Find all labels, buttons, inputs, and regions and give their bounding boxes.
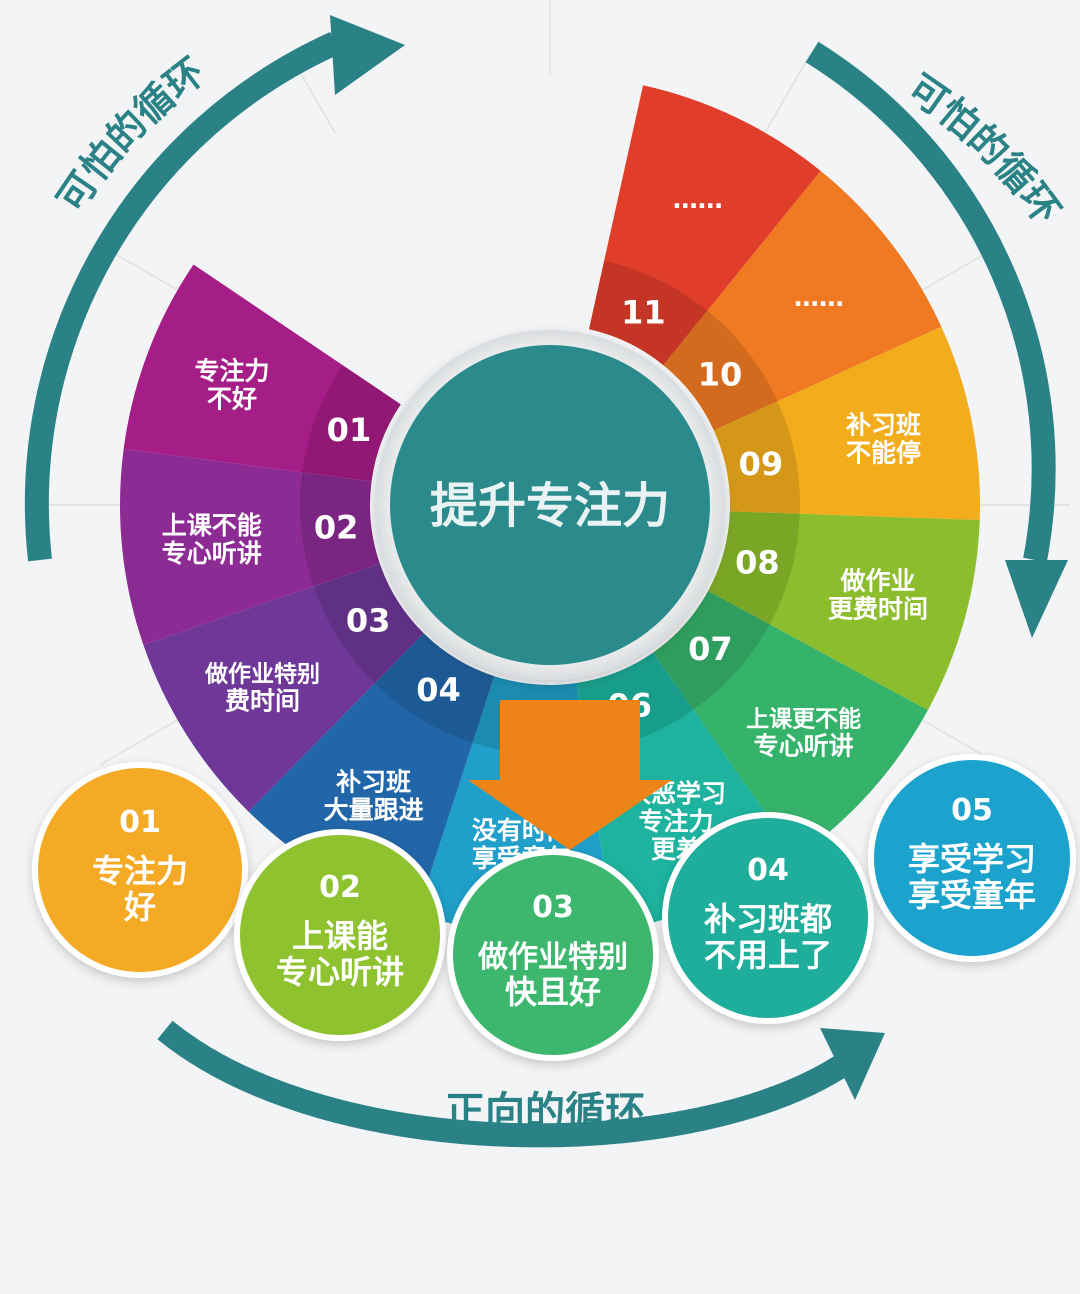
segment-inner-band [374,633,495,743]
segment-label-line: 上课更不能 [746,705,861,732]
segment-inner-band [663,310,778,431]
segment-label-line: 专注力 [638,807,713,836]
segment-inner-band [300,472,380,587]
vicious-cycle-arrow-right [805,41,1068,638]
segment-wedge [708,511,980,711]
outcome-label-line: 上课能 [292,917,388,955]
outcome-label-line: 享受童年 [908,876,1036,914]
outcome-label-line: 好 [123,888,156,926]
segment-wedge [713,326,980,521]
guide-line [764,54,811,134]
outcome-number: 05 [951,793,993,828]
segment-label-line: …… [794,283,844,312]
segment-wedge [143,563,424,812]
wheel-segment-11: 11 …… [588,85,821,366]
segment-label-line: 大量跟进 [324,796,424,825]
outcome-disc [453,855,653,1055]
segment-label-line: 不好 [207,385,257,414]
segment-label-line: 补习班 [846,411,921,440]
outcome-number: 04 [747,853,789,888]
segment-label-line: 专心听讲 [162,539,262,568]
outcome-label-line: 补习班都 [704,900,832,938]
segment-wedge [663,170,942,431]
outcome-disc [38,768,242,972]
segment-label-line: …… [673,185,723,214]
segment-number: 09 [739,445,784,483]
vicious-cycle-arrow-left [24,15,405,562]
segment-label-line: 专心听讲 [754,731,854,760]
outcome-label-line: 做作业特别 [477,940,628,975]
positive-cycle-arrow [157,1020,885,1148]
center-hub: 提升专注力 [375,330,725,680]
outcome-disc [668,818,868,1018]
segment-number: 10 [698,355,743,393]
segment-label-line: 补习班 [336,768,411,797]
center-title: 提升专注力 [430,478,670,534]
outcome-label-line: 不用上了 [704,936,832,974]
outcome-disc [240,835,440,1035]
outcome-number: 01 [119,805,161,840]
outcome-label-line: 享受学习 [908,840,1036,878]
outcome-number: 03 [532,890,574,925]
segment-wedge [653,590,928,858]
segment-number: 07 [688,630,733,668]
segment-label-line: 费时间 [225,686,300,715]
wheel-segment-10: 10 …… [663,170,942,431]
outcome-disc [874,760,1070,956]
segment-number: 04 [416,671,461,709]
positive-outcomes: 01专注力好02上课能专心听讲03做作业特别快且好04补习班都不用上了05享受学… [32,754,1076,1061]
segment-number: 03 [346,602,391,640]
segment-inner-band [653,590,770,710]
segment-label-line: 上课不能 [162,511,262,540]
segment-number: 01 [327,411,372,449]
guide-line [99,719,179,766]
segment-wedge [119,448,380,645]
arrowhead-bottom [820,1028,885,1100]
segment-inner-band [713,401,800,514]
segment-wedge [123,264,401,482]
segment-label-line: 更费时间 [828,594,928,623]
segment-label-line: 专注力 [195,357,270,386]
segment-inner-band [708,511,800,625]
segment-label-line: 做作业特别 [204,660,320,687]
segment-number: 11 [621,293,666,331]
arrowhead-left [330,15,405,95]
segment-number: 02 [314,509,359,547]
segment-wedge [588,85,821,366]
outcome-label-line: 专心听讲 [276,953,404,991]
outcome-number: 02 [319,870,361,905]
segment-inner-band [302,365,401,482]
arrowhead-right [1005,560,1068,638]
outcome-label-line: 快且好 [505,973,601,1011]
segment-inner-band [588,260,708,366]
segment-label-line: 做作业 [840,566,916,595]
center-circle [390,345,710,665]
segment-number: 08 [735,544,780,582]
positive-cycle-label: 正向的循环 [445,1089,645,1135]
segment-inner-band [313,563,424,684]
down-arrow [468,700,672,850]
outcome-label-line: 专注力 [92,852,188,890]
segment-label-line: 不能停 [846,439,921,468]
